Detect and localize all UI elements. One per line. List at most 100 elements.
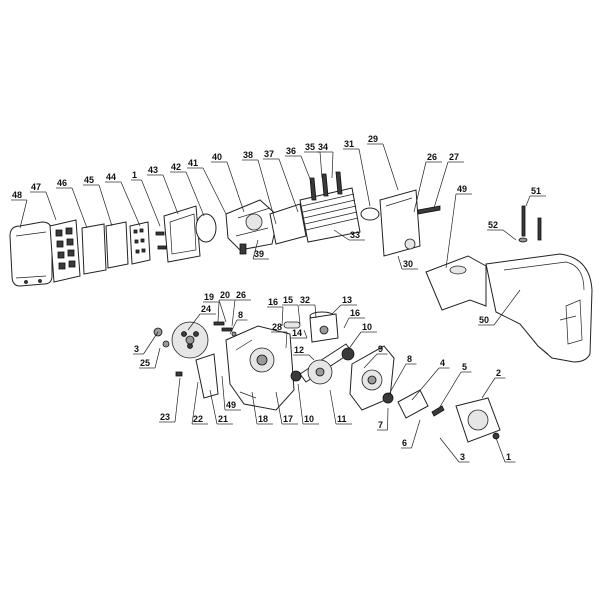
callout-leader [439,437,460,463]
part-number-label: 26 [236,290,246,300]
piston-pin [283,321,301,329]
part-number-label: 26 [427,152,437,162]
callout-leader [257,159,277,225]
part-number-label: 19 [204,292,214,302]
callout-leader [285,331,288,349]
part-number-label: 32 [300,295,310,305]
cover-screws [518,205,542,243]
exhaust-gasket [360,207,380,221]
part-number-label: 13 [342,295,352,305]
callout-leader [333,229,350,241]
callout-leader [71,187,88,229]
callout-leader [382,143,399,191]
part-number-label: 51 [531,186,541,196]
part-number-label: 20 [220,290,230,300]
callout-leader [387,407,389,431]
spring [431,405,445,417]
part-number-label: 9 [378,344,383,354]
part-number-label: 43 [148,165,158,175]
washer [162,340,170,348]
crankcase-bolts [213,321,237,337]
part-number-label: 23 [160,412,170,422]
part-number-label: 3 [460,452,465,462]
part-number-label: 11 [337,414,347,424]
callout-leader [185,171,205,217]
insulator-gasket [269,203,307,245]
part-number-label: 30 [403,259,413,269]
callout-leader [218,299,227,323]
part-number-label: 18 [258,414,268,424]
callout-leader [209,389,218,425]
part-number-label: 47 [31,182,41,192]
part-number-label: 4 [440,358,445,368]
part-number-label: 21 [218,414,228,424]
part-number-label: 3 [134,344,139,354]
crankcase-right [349,345,395,411]
bearing [341,347,355,361]
filter-sponge [105,221,129,269]
callout-leader [397,255,403,270]
callout-leader [300,155,313,185]
callout-leader [275,391,283,425]
piston [309,313,339,343]
callout-leader [297,304,301,325]
part-number-label: 41 [188,158,198,168]
callout-leader [252,239,259,260]
callout-leader [191,381,199,425]
part-number-label: 44 [106,172,116,182]
callout-leader [221,375,226,411]
crankshaft [290,343,353,385]
part-number-label: 37 [264,149,274,159]
callout-leader [174,377,181,423]
filter-mesh [129,221,151,265]
part-number-label: 49 [226,400,236,410]
callout-leader [98,184,113,227]
part-number-label: 10 [304,414,314,424]
leader-lines [11,143,546,463]
callout-leader [329,389,337,425]
part-number-label: 10 [362,322,372,332]
part-number-label: 8 [407,354,412,364]
callout-leader [45,191,57,221]
part-number-label: 6 [402,438,407,448]
filter-element [81,223,107,275]
part-number-label: 12 [294,345,304,355]
callout-leader [331,304,342,315]
gasket [195,213,217,243]
part-number-label: 5 [462,362,467,372]
mount-plate [397,389,429,419]
callout-leader [19,199,28,229]
part-number-label: 2 [496,368,501,378]
callout-leader [411,367,440,401]
part-number-label: 17 [283,414,293,424]
callout-leader [281,306,284,327]
part-number-label: 16 [350,308,360,318]
part-number-label: 25 [140,358,150,368]
callout-leader [343,317,350,329]
ignition-coil [175,353,219,399]
part-number-label: 15 [283,295,293,305]
part-number-label: 45 [84,175,94,185]
part-number-label: 29 [368,134,378,144]
callout-leader [433,161,449,209]
callout-leader [154,347,161,369]
callout-leader [413,161,427,213]
part-number-label: 7 [378,420,383,430]
part-number-label: 46 [57,178,67,188]
part-number-label: 36 [286,146,296,156]
callout-leader [141,179,161,227]
callout-leader [226,161,245,213]
callout-leader [229,319,238,335]
callout-leader [319,151,323,179]
callout-leader [303,329,308,339]
callout-leader [445,193,457,269]
part-number-label: 28 [272,322,282,332]
callout-leader [387,363,407,397]
callout-leader [437,371,462,411]
callout-leader [251,391,258,425]
muffler [379,189,441,257]
recoil-starter [455,397,501,443]
callout-leader [493,289,521,326]
callout-leader [481,377,496,399]
